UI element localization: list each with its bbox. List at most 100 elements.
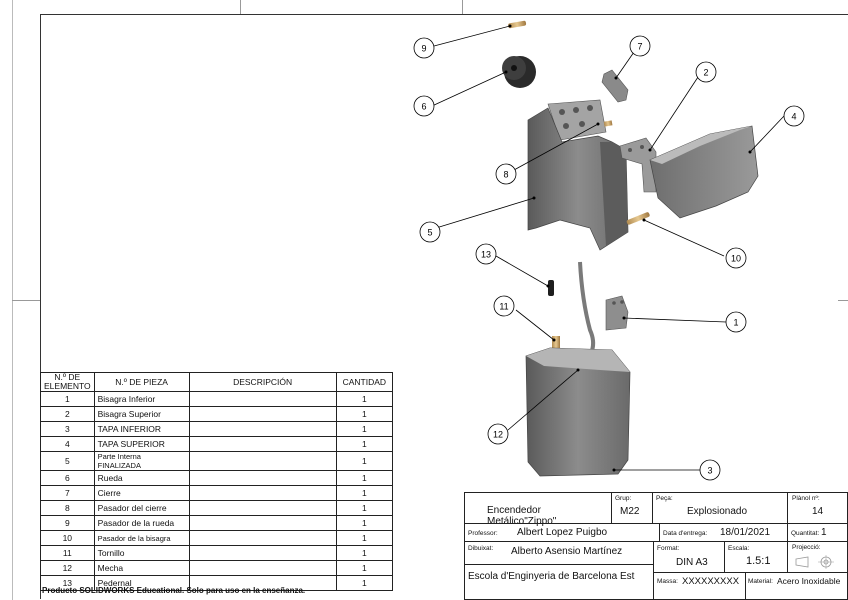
bom-item-number: 4 (40, 436, 95, 452)
svg-text:3: 3 (707, 466, 712, 476)
drawing-title: Encendedor Metálico"Zippo" (487, 505, 557, 527)
bom-quantity: 1 (335, 545, 394, 561)
leader-arrows (504, 24, 752, 472)
balloon-1: 1 (725, 311, 747, 333)
bom-quantity: 1 (335, 436, 394, 452)
tb-massa-cell: Massa: XXXXXXXXX (653, 572, 746, 600)
bom-description (188, 391, 337, 407)
bom-quantity: 1 (335, 560, 394, 576)
bom-item-number: 5 (40, 451, 95, 471)
tb-projeccio-cell: Projecció: (787, 541, 848, 573)
zone-tick (462, 0, 463, 14)
bom-quantity: 1 (335, 451, 394, 471)
bom-quantity: 1 (335, 406, 394, 422)
projeccio-label: Projecció: (792, 544, 821, 551)
format-label: Format: (657, 545, 680, 552)
bom-part-name: Pasador del cierre (93, 500, 190, 516)
leader-lines (431, 25, 785, 471)
tb-dibuixat-cell: Dibuixat: Alberto Asensio Martínez (464, 541, 654, 565)
balloon-9: 9 (413, 37, 435, 59)
bom-description (188, 485, 337, 501)
bom-description (188, 530, 337, 546)
bill-of-materials: N.º DE ELEMENTO N.º DE PIEZA DESCRIPCIÓN… (40, 372, 394, 591)
part-tapa-superior (649, 125, 759, 219)
bom-part-name: Mecha (93, 560, 190, 576)
part-pedernal (548, 280, 554, 296)
balloon-8: 8 (495, 163, 517, 185)
plano-label: Plànol nº: (792, 495, 820, 502)
part-cierre (601, 69, 629, 103)
bom-description (188, 515, 337, 531)
bom-description (188, 560, 337, 576)
bom-description (188, 421, 337, 437)
svg-text:12: 12 (493, 430, 503, 440)
part-parte-interna (527, 99, 629, 251)
bom-item-number: 2 (40, 406, 95, 422)
entrega-value: 18/01/2021 (720, 527, 771, 538)
bom-quantity: 1 (335, 500, 394, 516)
balloon-4: 4 (783, 105, 805, 127)
educational-watermark: Producto SOLIDWORKS Educational. Solo pa… (42, 586, 306, 595)
bom-description (188, 545, 337, 561)
balloon-7: 7 (629, 35, 651, 57)
part-bisagra-superior (619, 137, 657, 193)
bom-part-name: TAPA INFERIOR (93, 421, 190, 437)
svg-text:11: 11 (499, 302, 508, 312)
tb-material-cell: Material: Acero Inoxidable (745, 572, 848, 600)
bom-item-number: 6 (40, 470, 95, 486)
dibuixat-value: Alberto Asensio Martínez (511, 546, 623, 557)
bom-item-number: 7 (40, 485, 95, 501)
balloon-6: 6 (413, 95, 435, 117)
professor-label: Professor: (468, 530, 498, 537)
bom-description (188, 470, 337, 486)
bom-quantity: 1 (335, 530, 394, 546)
tb-format-cell: Format: DIN A3 (653, 541, 725, 573)
grup-value: M22 (620, 506, 640, 517)
entrega-label: Data d'entrega: (663, 530, 708, 537)
zone-tick (12, 300, 40, 301)
tb-title-cell: Encendedor Metálico"Zippo" (464, 492, 612, 527)
balloon-3: 3 (699, 459, 721, 481)
grup-label: Grup: (615, 495, 632, 502)
bom-item-number: 10 (40, 530, 95, 546)
bom-quantity: 1 (335, 515, 394, 531)
part-pasador-rueda (508, 20, 527, 29)
svg-text:8: 8 (503, 170, 508, 180)
bom-part-name: Pasador de la bisagra (93, 530, 190, 546)
part-tapa-inferior (525, 347, 631, 477)
bom-part-name: Tornillo (93, 545, 190, 561)
bom-part-name: Bisagra Inferior (93, 391, 190, 407)
quantitat-value: 1 (821, 527, 827, 538)
massa-label: Massa: (657, 578, 678, 585)
pieza-label: Peça: (656, 495, 673, 502)
bom-description (188, 436, 337, 452)
bom-item-number: 8 (40, 500, 95, 516)
balloon-12: 12 (487, 423, 509, 445)
material-label: Material: (748, 578, 773, 585)
bom-part-name: Parte Interna FINALIZADA (93, 451, 190, 471)
svg-text:1: 1 (733, 318, 738, 328)
svg-text:5: 5 (427, 228, 432, 238)
svg-text:2: 2 (703, 68, 708, 78)
escala-label: Escala: (728, 545, 750, 552)
part-tornillo (552, 336, 560, 350)
bom-description (188, 451, 337, 471)
bom-part-name: Cierre (93, 485, 190, 501)
bom-description (188, 500, 337, 516)
material-value: Acero Inoxidable (777, 576, 841, 586)
tb-escala-cell: Escala: 1.5:1 (724, 541, 788, 573)
part-bisagra-inferior (605, 295, 629, 331)
bom-part-name: Bisagra Superior (93, 406, 190, 422)
bom-part-name: Rueda (93, 470, 190, 486)
bom-quantity: 1 (335, 485, 394, 501)
